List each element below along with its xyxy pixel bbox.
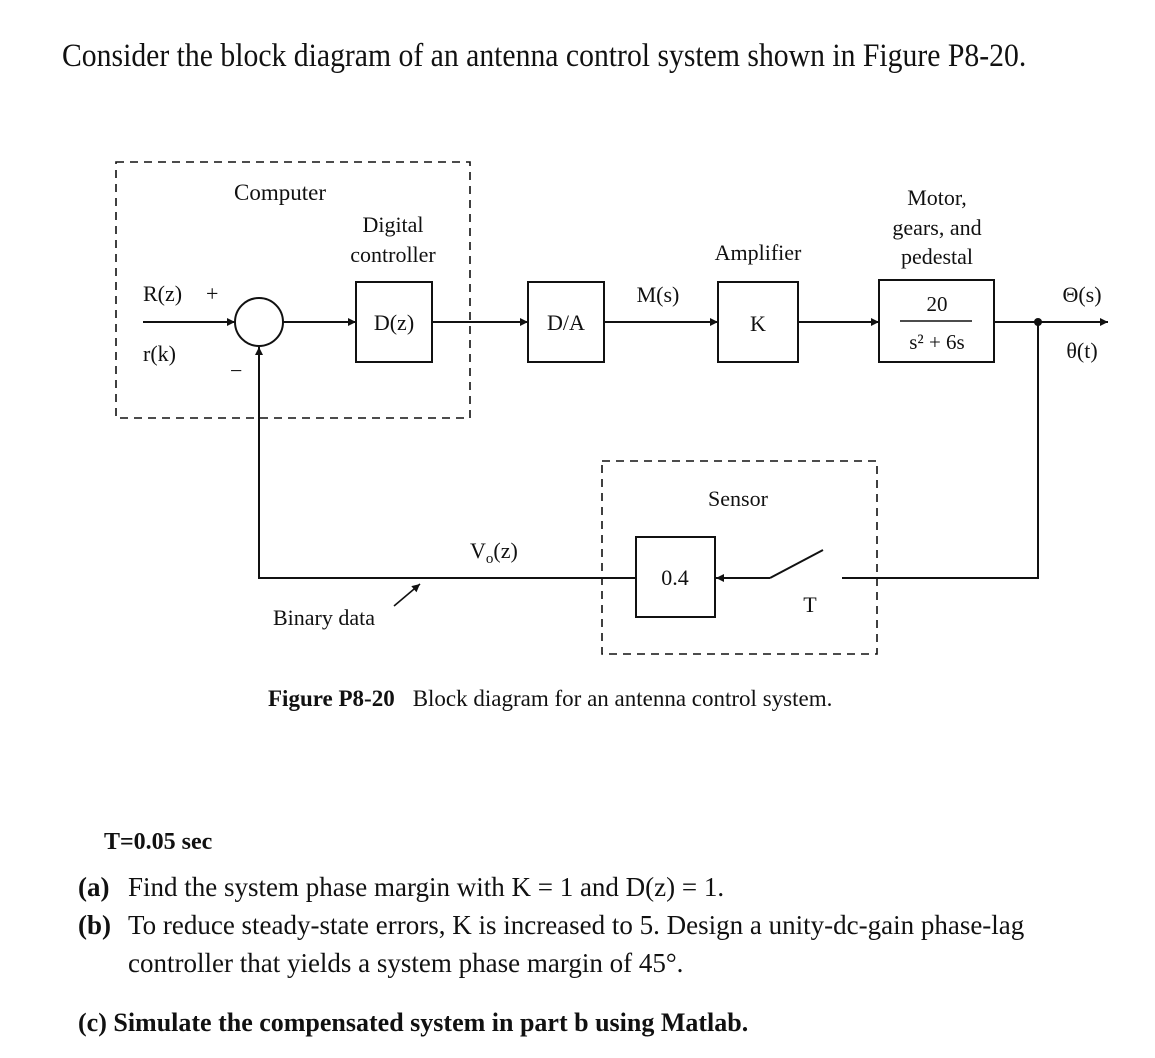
summing-junction <box>234 297 284 347</box>
feedback-line-left <box>255 347 636 579</box>
question-a-text: Find the system phase margin with K = 1 … <box>128 872 725 902</box>
sensor-label: Sensor <box>708 486 769 511</box>
da-block-text: D/A <box>547 310 585 335</box>
plant-denominator: s² + 6s <box>909 330 964 354</box>
question-b-text-line1: To reduce steady-state errors, K is incr… <box>128 910 1025 940</box>
block-diagram: Computer Digital controller Amplifier Mo… <box>115 161 1108 655</box>
plant-block <box>878 279 995 363</box>
plant-label-line1: Motor, <box>907 185 967 210</box>
binary-data-pointer <box>393 583 421 607</box>
question-a: (a) Find the system phase margin with K =… <box>78 872 724 903</box>
binary-data-label: Binary data <box>273 605 375 630</box>
figure-caption-text: Block diagram for an antenna control sys… <box>412 686 833 711</box>
figure-caption: Figure P8-20 Block diagram for an antenna… <box>268 686 832 712</box>
plant-label-line2: gears, and <box>892 215 981 240</box>
intro-text: Consider the block diagram of an antenna… <box>62 38 1027 74</box>
controller-block-text: D(z) <box>374 310 414 335</box>
figure-id: Figure P8-20 <box>268 686 395 711</box>
plant-label-line3: pedestal <box>901 244 973 269</box>
amplifier-block-text: K <box>750 311 766 336</box>
controller-block <box>355 281 433 363</box>
plant-numerator: 20 <box>927 292 948 316</box>
question-a-label: (a) <box>78 872 110 902</box>
sampler-switch <box>769 549 824 579</box>
input-label-rk: r(k) <box>143 341 176 366</box>
controller-label-line1: Digital <box>362 212 423 237</box>
feedback-signal-label: Vo(z) <box>470 538 518 567</box>
sensor-boundary <box>601 460 878 655</box>
sensor-block <box>635 536 716 618</box>
computer-label: Computer <box>234 180 326 205</box>
input-label-rz: R(z) <box>143 281 182 306</box>
output-label-theta-s: Θ(s) <box>1062 282 1101 307</box>
computer-boundary <box>115 161 471 419</box>
amplifier-label: Amplifier <box>715 240 802 265</box>
minus-sign: − <box>230 358 242 383</box>
question-c: (c) Simulate the compensated system in p… <box>78 1008 749 1037</box>
output-label-theta-t: θ(t) <box>1066 338 1097 363</box>
input-plus-sign: + <box>206 281 218 306</box>
question-b-label: (b) <box>78 910 111 940</box>
feedback-line-right <box>842 322 1039 579</box>
question-b: (b) To reduce steady-state errors, K is i… <box>78 910 1024 941</box>
sampling-time: T=0.05 sec <box>104 829 213 855</box>
question-b-text-line2: controller that yields a system phase ma… <box>128 948 684 978</box>
sensor-block-text: 0.4 <box>661 565 689 590</box>
controller-label-line2: controller <box>350 242 436 267</box>
switch-label: T <box>803 592 817 617</box>
signal-m-label: M(s) <box>637 282 680 307</box>
